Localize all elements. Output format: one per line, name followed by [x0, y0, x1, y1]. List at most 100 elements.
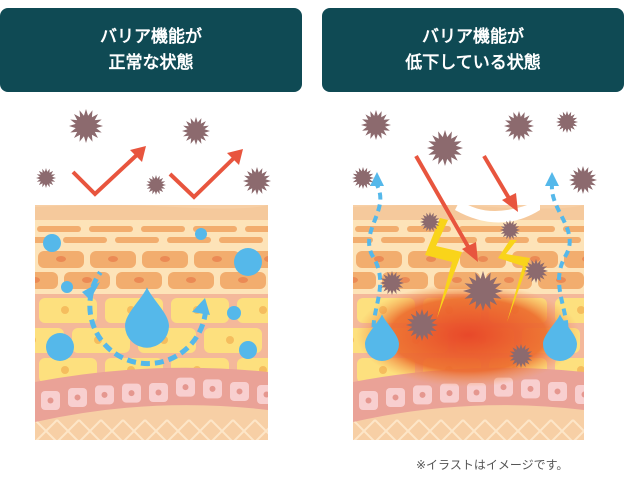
nucleus: [128, 390, 135, 397]
moisture-dot: [46, 333, 74, 361]
nucleus: [259, 306, 267, 314]
dermis-line: [232, 419, 255, 440]
horny-cell: [511, 226, 555, 232]
moisture-dot: [239, 341, 257, 359]
nucleus: [504, 277, 514, 283]
nucleus: [582, 256, 584, 262]
dermis-line: [418, 419, 441, 440]
moisture-escape-path: [367, 184, 383, 352]
nucleus: [478, 256, 488, 262]
dermis-line: [254, 419, 268, 435]
nucleus: [500, 384, 507, 391]
cell: [291, 358, 349, 383]
dermis-line: [122, 419, 145, 440]
horny-cell: [115, 237, 159, 243]
impaired-state-header: バリア機能が 低下している状態: [322, 8, 624, 92]
cell: [564, 251, 584, 268]
dermis-line: [321, 420, 351, 450]
dermis-line: [123, 419, 146, 440]
arrow-head: [82, 282, 100, 300]
nucleus: [101, 391, 108, 398]
nucleus: [47, 397, 54, 404]
nucleus: [530, 256, 540, 262]
nucleus: [160, 256, 170, 262]
dermis-line: [617, 420, 624, 450]
arrow-head: [192, 298, 210, 315]
virus-icon: [420, 212, 440, 232]
penetrate-arrow: [414, 155, 472, 251]
nucleus: [374, 256, 384, 262]
dermis-line: [100, 419, 123, 440]
dermis-line: [609, 420, 624, 450]
nucleus: [527, 385, 534, 392]
dermis-line: [353, 419, 375, 440]
nucleus: [236, 388, 243, 395]
cell: [353, 272, 376, 289]
horny-cell: [297, 226, 341, 232]
basal-cell: [257, 385, 268, 404]
virus-icon: [243, 167, 271, 195]
horny-cell: [537, 237, 581, 243]
horny-cell: [0, 226, 29, 232]
nucleus: [108, 256, 118, 262]
deflect-arrow: [71, 150, 142, 197]
dermis-line: [573, 429, 584, 440]
nucleus: [325, 366, 333, 374]
nucleus: [581, 391, 584, 398]
nucleus: [74, 394, 81, 401]
nucleus: [0, 366, 3, 374]
nucleus: [35, 277, 40, 283]
dermis-line: [374, 419, 397, 440]
dermis-line: [56, 419, 79, 440]
moisture-dot: [195, 228, 207, 240]
nucleus: [400, 277, 410, 283]
nucleus: [134, 277, 144, 283]
dermis-line: [506, 419, 529, 440]
deflect-arrow: [168, 154, 238, 200]
nucleus: [554, 388, 561, 395]
cell: [0, 358, 31, 383]
nucleus: [264, 256, 268, 262]
dermis-line: [144, 419, 167, 440]
dermis-line: [233, 419, 256, 440]
nucleus: [238, 277, 248, 283]
moisture-dot: [234, 248, 262, 276]
dermis-line: [189, 419, 212, 440]
nucleus: [608, 277, 618, 283]
horny-cell: [303, 226, 347, 232]
header-line2: 正常な状態: [108, 53, 194, 73]
dermis-line: [287, 420, 317, 450]
dermis-line: [375, 419, 398, 440]
nucleus: [446, 390, 453, 397]
dermis-line: [463, 419, 486, 440]
normal-state-header: バリア機能が 正常な状態: [0, 8, 302, 92]
nucleus: [473, 389, 480, 396]
horny-cell: [355, 226, 399, 232]
circulation-arrow: [87, 270, 209, 367]
nucleus: [322, 256, 332, 262]
dermis-line: [485, 419, 508, 440]
horny-cell: [485, 237, 529, 243]
horny-cell: [37, 226, 81, 232]
header-line1: バリア機能が: [100, 27, 202, 47]
barrier-gap: [455, 200, 540, 223]
dermis-line: [291, 420, 321, 450]
nucleus: [155, 389, 162, 396]
horny-cell: [353, 237, 373, 243]
dermis-line: [587, 420, 617, 450]
dermis-line: [309, 420, 339, 450]
nucleus: [226, 336, 234, 344]
dermis-line: [301, 420, 331, 450]
dermis-line: [572, 419, 584, 433]
nucleus: [426, 256, 436, 262]
nucleus: [61, 306, 69, 314]
nucleus: [353, 277, 358, 283]
cell: [237, 298, 268, 323]
nucleus: [290, 277, 300, 283]
dermis-line: [353, 419, 376, 440]
normal-skin: [0, 205, 351, 450]
dermis-line: [57, 419, 80, 440]
nucleus: [419, 391, 426, 398]
dermis-line: [211, 419, 234, 440]
